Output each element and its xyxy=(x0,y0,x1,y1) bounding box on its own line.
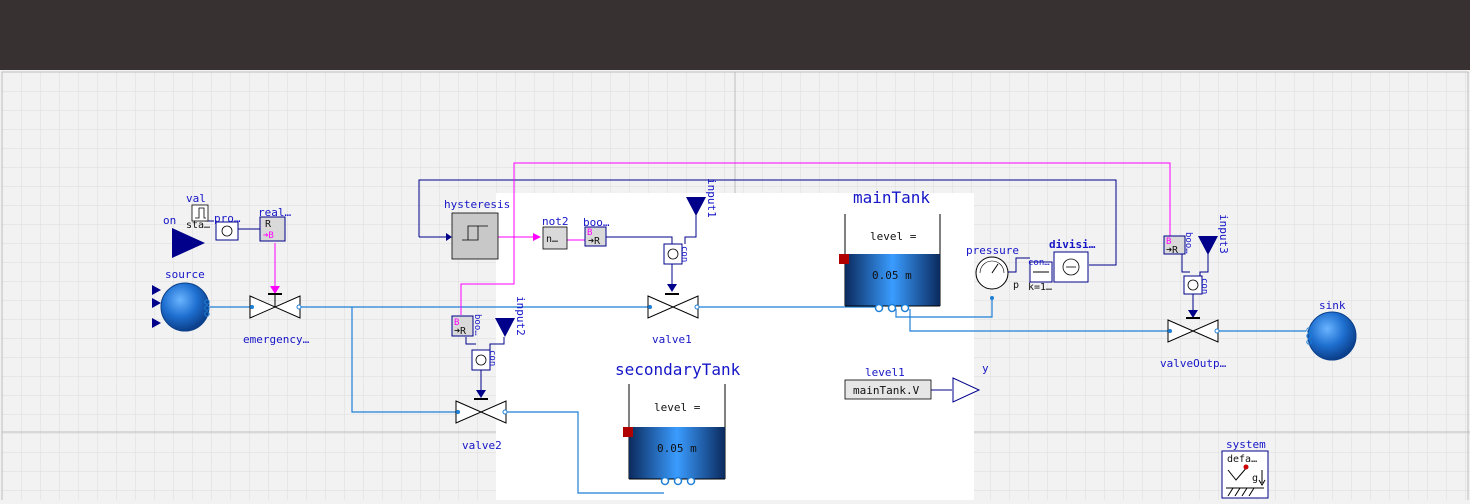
system-block[interactable]: defa… g system xyxy=(1221,438,1269,499)
on-input[interactable]: on xyxy=(163,214,205,258)
input2-label: input2 xyxy=(514,296,527,336)
boo2-label: boo… xyxy=(472,314,482,336)
window-title-bar xyxy=(0,0,1470,70)
valve-output-label: valveOutp… xyxy=(1160,357,1227,370)
fluid-connections xyxy=(210,298,1306,494)
level1-label: level1 xyxy=(865,366,905,379)
division-block[interactable]: divisi… xyxy=(1049,238,1096,283)
system-body: defa… xyxy=(1227,454,1257,465)
input3-label: input3 xyxy=(1217,214,1230,254)
secondary-tank-value: 0.05 m xyxy=(657,442,697,455)
boo3-b: B xyxy=(1166,237,1171,247)
hysteresis-block[interactable]: hysteresis xyxy=(444,198,510,260)
main-tank[interactable]: mainTank level = 0.05 m xyxy=(839,188,941,313)
not2-body: n… xyxy=(546,234,558,245)
input1-label: input1 xyxy=(705,178,718,218)
val-label: val xyxy=(186,192,206,205)
real-r: R xyxy=(265,219,272,230)
division-label: divisi… xyxy=(1049,238,1096,251)
input2[interactable]: input2 xyxy=(495,296,527,337)
boolean-to-real-1[interactable]: B ➜R boo… xyxy=(583,216,610,247)
boolean-to-real-2[interactable]: B ➜R boo… xyxy=(451,314,482,337)
secondary-tank[interactable]: secondaryTank level = 0.05 m xyxy=(615,360,741,486)
real-to-boolean-block[interactable]: R ➜B real… xyxy=(258,206,291,242)
main-tank-title: mainTank xyxy=(853,188,930,207)
con-c-label: con xyxy=(1199,278,1209,294)
main-tank-level: level = xyxy=(870,230,917,243)
not2-label: not2 xyxy=(542,215,569,228)
secondary-tank-level: level = xyxy=(654,401,701,414)
level1-expression[interactable]: mainTank.V level1 xyxy=(844,366,932,400)
val-block[interactable]: val sta… xyxy=(186,192,210,231)
con-top-label: con… xyxy=(1028,258,1050,268)
y-label: y xyxy=(982,362,989,375)
sink-label: sink xyxy=(1319,299,1346,312)
sink-component[interactable]: sink xyxy=(1306,299,1357,361)
valve1[interactable]: con valve1 xyxy=(647,243,700,346)
k-label: k=1… xyxy=(1028,282,1052,293)
con-a-label: con xyxy=(679,246,689,262)
input3[interactable]: input3 xyxy=(1198,214,1230,255)
sta-label: sta… xyxy=(186,220,210,231)
pressure-sensor[interactable]: pressure p xyxy=(966,244,1019,300)
real-b: ➜B xyxy=(263,231,274,241)
boolean-connections xyxy=(274,162,1171,315)
real-label: real… xyxy=(258,206,291,219)
diagram-canvas[interactable]: on val sta… pro… R ➜B real… source emerg… xyxy=(0,70,1470,503)
secondary-tank-title: secondaryTank xyxy=(615,360,741,379)
boo2-r: ➜R xyxy=(454,326,467,337)
boo1-r: ➜R xyxy=(588,236,601,247)
emergency-valve[interactable]: emergency… xyxy=(243,293,310,346)
valve1-label: valve1 xyxy=(652,333,692,346)
y-output[interactable]: y xyxy=(952,362,989,403)
white-region xyxy=(496,193,974,503)
main-tank-value: 0.05 m xyxy=(872,269,912,282)
valve2[interactable]: con valve2 xyxy=(455,349,508,452)
level1-expr: mainTank.V xyxy=(853,384,920,397)
valve-output[interactable]: con valveOutp… xyxy=(1160,275,1227,370)
boo1-label: boo… xyxy=(583,216,610,229)
system-label: system xyxy=(1226,438,1266,451)
boo3-r: ➜R xyxy=(1166,245,1179,256)
pressure-p: p xyxy=(1013,280,1019,291)
pro-block[interactable]: pro… xyxy=(214,212,241,241)
constant-block[interactable]: con… k=1… xyxy=(1028,258,1053,293)
con-b-label: con xyxy=(487,350,497,366)
signal-connections xyxy=(205,179,1209,391)
source-component[interactable]: source xyxy=(152,268,210,332)
boo3-label: boo… xyxy=(1183,232,1193,254)
boo1-b: B xyxy=(587,228,592,238)
on-label: on xyxy=(163,214,176,227)
input1[interactable]: input1 xyxy=(686,178,718,218)
system-g: g xyxy=(1252,473,1258,484)
pressure-label: pressure xyxy=(966,244,1019,257)
boolean-to-real-3[interactable]: B ➜R boo… xyxy=(1163,232,1193,256)
valve2-label: valve2 xyxy=(462,439,502,452)
source-label: source xyxy=(165,268,205,281)
hysteresis-label: hysteresis xyxy=(444,198,510,211)
emergency-label: emergency… xyxy=(243,333,310,346)
boo2-b: B xyxy=(454,318,459,328)
not2-block[interactable]: n… not2 xyxy=(542,215,569,250)
pro-label: pro… xyxy=(214,212,241,225)
